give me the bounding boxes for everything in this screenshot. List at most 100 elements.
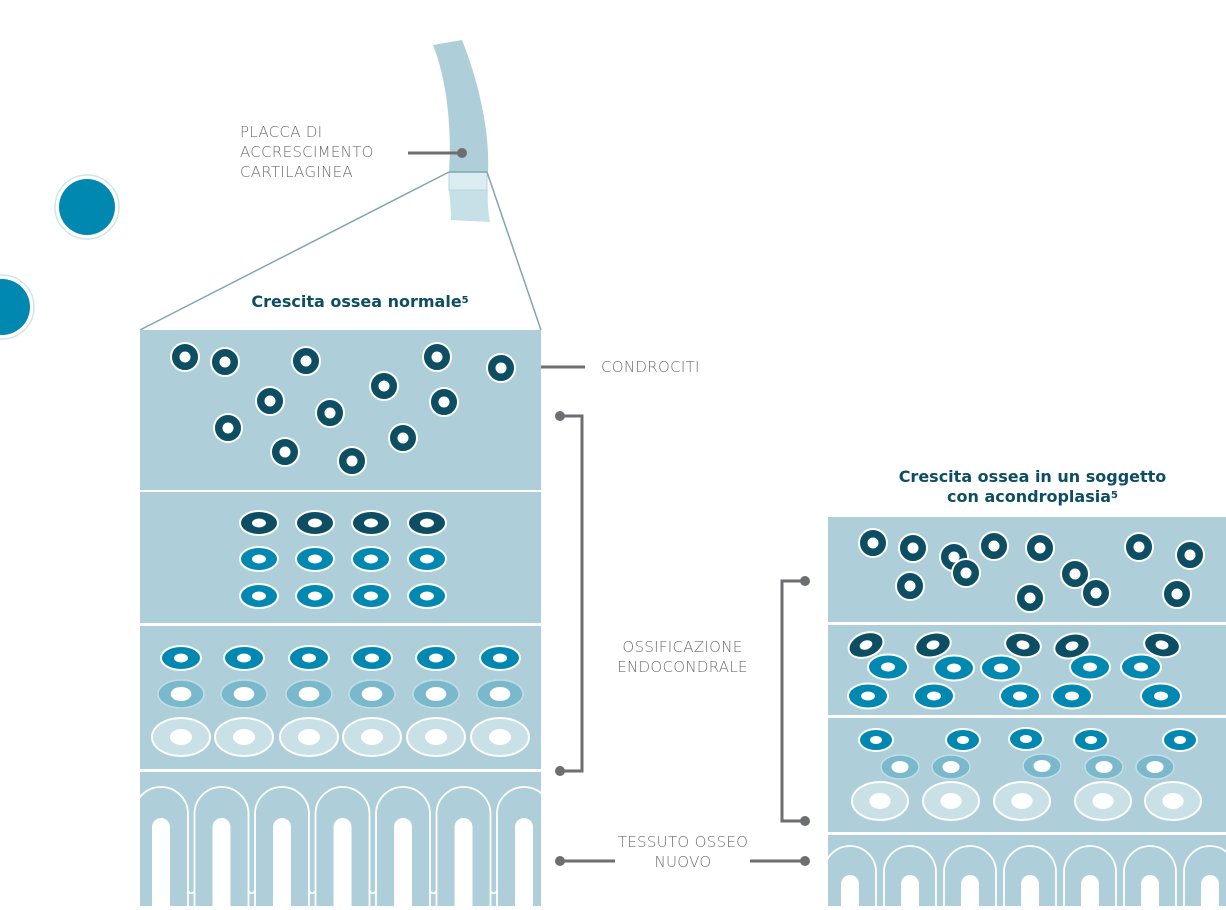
chondrocyte xyxy=(486,353,516,383)
chondrocyte xyxy=(1060,559,1090,589)
chondrocyte-prehypertrophic xyxy=(1162,728,1198,752)
cell-nucleus xyxy=(891,761,909,773)
cell-nucleus xyxy=(378,380,390,392)
chondrocyte-prehypertrophic xyxy=(1008,727,1044,751)
cell-nucleus xyxy=(1092,793,1114,809)
cell-nucleus xyxy=(947,663,961,673)
chondrocyte xyxy=(255,386,285,416)
cell-nucleus xyxy=(907,542,919,554)
proliferative-zone xyxy=(140,492,541,623)
trabecula-core xyxy=(1201,875,1219,906)
chondrocyte-proliferating xyxy=(1053,632,1091,660)
bone-trabeculae xyxy=(140,786,558,906)
chondrocyte xyxy=(291,346,321,376)
cell-nucleus xyxy=(170,687,192,701)
trabecula-core xyxy=(515,818,533,906)
cell-nucleus xyxy=(179,351,191,363)
chondrocyte-maturing xyxy=(931,754,971,780)
trabecula-outline xyxy=(496,786,541,906)
chondrocyte xyxy=(213,413,243,443)
cell-nucleus xyxy=(1083,662,1097,672)
chondrocyte xyxy=(1081,578,1111,608)
zoom-line-left xyxy=(139,171,450,331)
trabecula-outline xyxy=(1123,845,1177,906)
chondrocyte-proliferating xyxy=(351,583,391,609)
cell-nucleus xyxy=(219,356,231,368)
decorative-circle xyxy=(59,179,115,235)
leader-dot xyxy=(800,816,810,826)
cell-nucleus xyxy=(1095,761,1113,773)
cell-nucleus xyxy=(420,554,434,564)
cell-nucleus xyxy=(1016,640,1030,650)
chondrocyte-proliferating xyxy=(407,510,447,536)
growth-plate-label-line: PLACCA DI xyxy=(240,123,323,141)
leader-dot xyxy=(800,576,810,586)
normal-growth-panel xyxy=(140,330,558,906)
cell-nucleus xyxy=(360,729,384,745)
cell-nucleus xyxy=(279,446,291,458)
trabecula-core xyxy=(152,818,170,906)
chondrocyte-maturing xyxy=(1135,754,1175,780)
cell-nucleus xyxy=(942,761,960,773)
chondrocyte xyxy=(1124,532,1154,562)
trabecula-core xyxy=(394,818,412,906)
chondrocyte xyxy=(270,437,300,467)
growth-plate-label: PLACCA DI ACCRESCIMENTO CARTILAGINEA xyxy=(240,122,374,182)
cell-nucleus xyxy=(297,729,321,745)
chondrocyte-proliferating xyxy=(1120,653,1162,681)
cell-nucleus xyxy=(1184,549,1196,561)
trabecula-outline xyxy=(1063,845,1117,906)
cell-nucleus xyxy=(1090,587,1102,599)
chondrocyte-proliferating xyxy=(1069,653,1111,681)
cell-nucleus xyxy=(364,554,378,564)
chondrocyte-proliferating xyxy=(980,654,1022,682)
zoom-line-right xyxy=(486,171,542,331)
bracket-ossification-normal xyxy=(560,414,584,773)
reference-marker: 5 xyxy=(461,295,469,306)
ossification-label-line: OSSIFICAZIONE xyxy=(622,638,743,656)
cell-nucleus xyxy=(927,691,941,701)
chondrocyte-hypertrophic xyxy=(1074,781,1132,821)
cell-nucleus xyxy=(1013,691,1027,701)
cell-nucleus xyxy=(424,729,448,745)
cell-nucleus xyxy=(420,518,434,528)
chondrocyte xyxy=(898,533,928,563)
chondrocyte-proliferating xyxy=(295,546,335,572)
trabecula-core xyxy=(212,818,231,906)
cell-nucleus xyxy=(233,687,255,701)
trabecula-core xyxy=(961,875,979,906)
chondrocyte-proliferating xyxy=(1051,682,1093,710)
cell-nucleus xyxy=(429,653,443,663)
trabecula-core xyxy=(273,818,291,906)
trabecula-turn xyxy=(551,890,558,893)
chondrocyte-proliferating xyxy=(1004,631,1042,659)
chondrocyte-proliferating xyxy=(407,546,447,572)
cell-nucleus xyxy=(174,653,188,663)
cell-nucleus xyxy=(169,729,193,745)
cell-nucleus xyxy=(346,455,358,467)
bone-shaft xyxy=(433,40,489,172)
cell-nucleus xyxy=(1134,662,1148,672)
chondrocyte-hypertrophic xyxy=(406,717,466,757)
cell-nucleus xyxy=(861,691,875,701)
cell-nucleus xyxy=(988,540,1000,552)
cell-nucleus xyxy=(1011,793,1033,809)
decorative-circle-ring xyxy=(0,274,35,340)
cell-nucleus xyxy=(308,554,322,564)
chondrocyte-hypertrophic xyxy=(151,717,211,757)
chondrocyte-hypertrophic xyxy=(279,717,339,757)
decorative-circle-ring xyxy=(54,174,120,240)
cell-nucleus xyxy=(1085,736,1097,744)
trabecula-outline xyxy=(254,786,310,906)
chondrocyte xyxy=(170,342,200,372)
cell-nucleus xyxy=(300,355,312,367)
chondrocyte-hypertrophic xyxy=(470,717,530,757)
chondrocyte-maturing xyxy=(348,679,396,709)
new-bone-label: TESSUTO OSSEO NUOVO xyxy=(598,832,768,872)
chondrocyte-maturing xyxy=(880,754,920,780)
growth-plate-label-line: CARTILAGINEA xyxy=(240,163,353,181)
chondrocyte xyxy=(388,423,418,453)
leader-lines xyxy=(408,151,805,863)
